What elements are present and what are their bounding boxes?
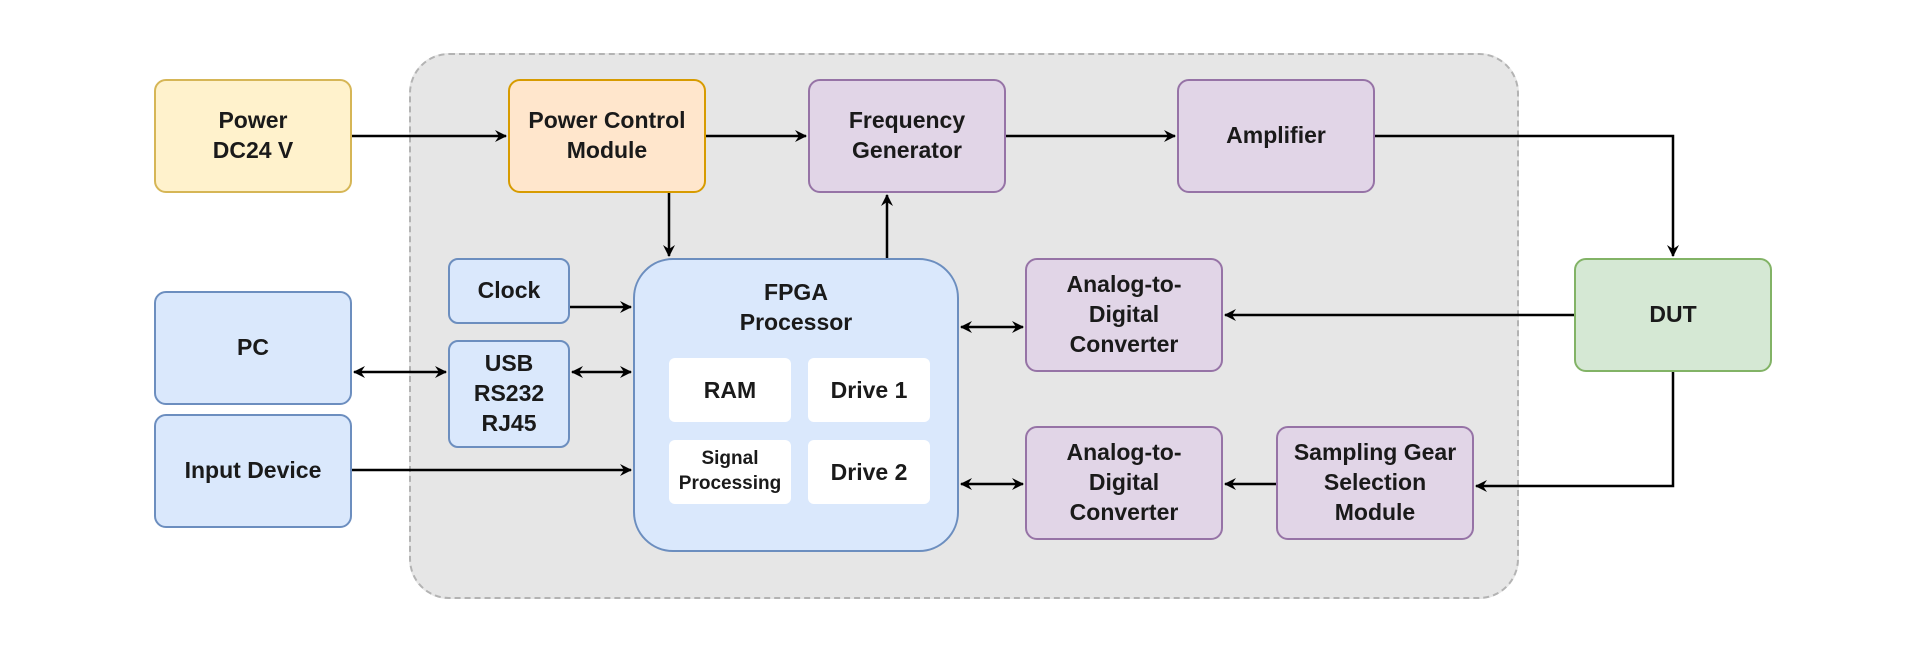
- arrow-dut-to-sampling-gear: [1475, 372, 1675, 492]
- usb-node: USB RS232 RJ45: [448, 340, 570, 448]
- pc-node: PC: [154, 291, 352, 405]
- clock-node: Clock: [448, 258, 570, 324]
- arrow-amplifier-to-dut: [1375, 134, 1679, 257]
- signal-processing-block: Signal Processing: [669, 440, 791, 504]
- input-device-node: Input Device: [154, 414, 352, 528]
- fpga-processor-node: FPGA Processor RAM Drive 1 Signal Proces…: [633, 258, 959, 552]
- sampling-gear-selection-module-node: Sampling Gear Selection Module: [1276, 426, 1474, 540]
- drive-2-block: Drive 2: [808, 440, 930, 504]
- amplifier-node: Amplifier: [1177, 79, 1375, 193]
- fpga-processor-title: FPGA Processor: [739, 279, 853, 335]
- ram-block: RAM: [669, 358, 791, 422]
- adc-top-node: Analog-to- Digital Converter: [1025, 258, 1223, 372]
- dut-node: DUT: [1574, 258, 1772, 372]
- power-node: Power DC24 V: [154, 79, 352, 193]
- frequency-generator-node: Frequency Generator: [808, 79, 1006, 193]
- power-control-module-node: Power Control Module: [508, 79, 706, 193]
- drive-1-block: Drive 1: [808, 358, 930, 422]
- adc-bottom-node: Analog-to- Digital Converter: [1025, 426, 1223, 540]
